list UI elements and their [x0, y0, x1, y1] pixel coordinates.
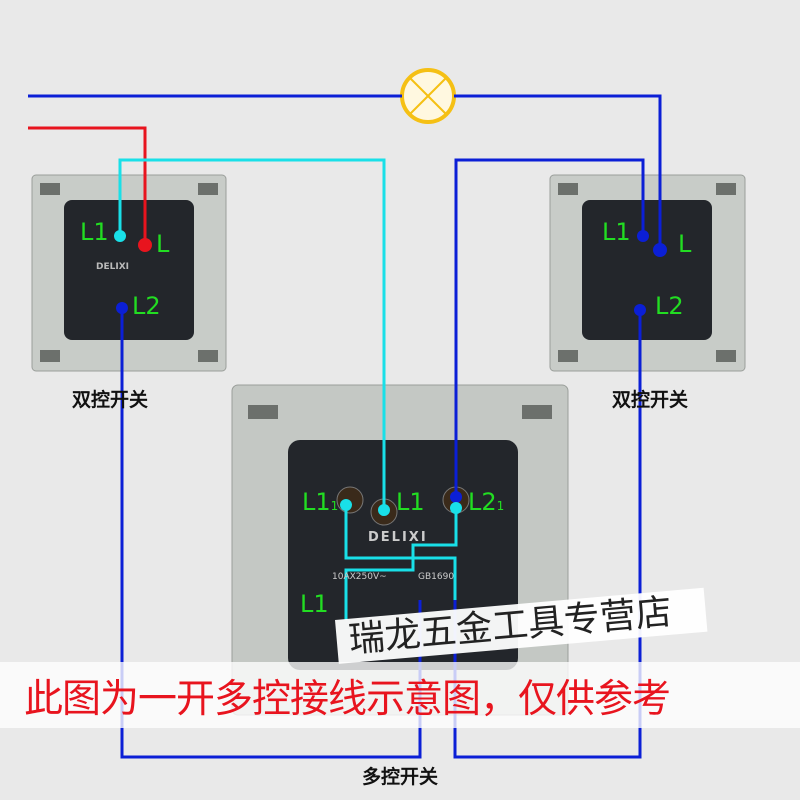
right-switch-label: 双控开关 — [612, 389, 689, 411]
lamp-return-wire — [454, 94, 662, 250]
notice-band — [0, 662, 800, 728]
notice-text: 此图为一开多控接线示意图，仅供参考 — [24, 677, 671, 722]
traveler-left-l1 — [118, 158, 386, 510]
center-switch-label: 多控开关 — [362, 766, 439, 788]
live-wire — [28, 126, 147, 245]
left-switch-label: 双控开关 — [72, 389, 149, 411]
brand-center: DELIXI — [368, 530, 428, 545]
right-l2-label: L2 — [655, 292, 684, 320]
left-l-label: L — [156, 230, 170, 258]
right-l1-label: L1 — [602, 218, 631, 246]
rating-text: 10AX250V~ — [332, 572, 387, 582]
brand-left: DELIXI — [96, 262, 129, 272]
center-l2-label: L21 — [468, 488, 505, 516]
left-switch — [31, 174, 227, 372]
traveler-right-l1 — [454, 158, 645, 497]
right-l-label: L — [678, 230, 692, 258]
lamp-icon — [400, 68, 456, 124]
center-l1-label: L1 — [396, 488, 425, 516]
right-switch — [549, 174, 746, 372]
center-l1-low-label: L1 — [300, 590, 329, 618]
left-l1-label: L1 — [80, 218, 109, 246]
center-l1-in-label: L11 — [302, 488, 339, 516]
left-l2-label: L2 — [132, 292, 161, 320]
internal-bridge-1 — [344, 505, 457, 600]
terminal-dots — [114, 230, 667, 516]
standard-text: GB1690 — [418, 572, 455, 582]
internal-bridge-2 — [344, 505, 458, 620]
